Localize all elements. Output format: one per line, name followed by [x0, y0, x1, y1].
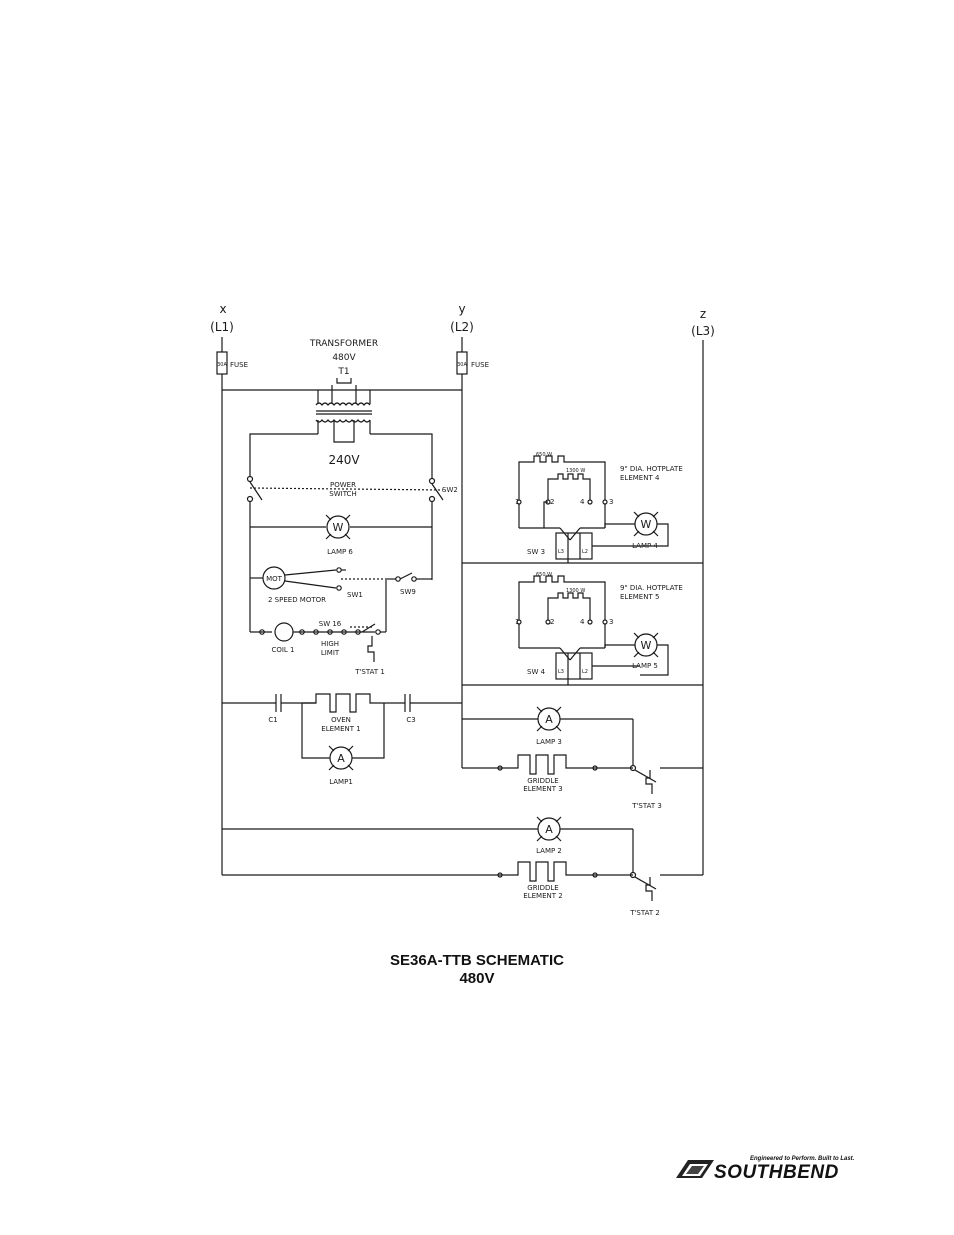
lamp-2-label: LAMP 2 — [536, 847, 562, 855]
hotplate-4-circuit: W — [462, 455, 703, 564]
fuse-l1: 30A FUSE — [216, 337, 248, 375]
griddle-2-label-2: ELEMENT 2 — [523, 892, 562, 900]
fuse-l2: 30A FUSE — [456, 337, 489, 375]
fuse-l2-label: FUSE — [471, 361, 489, 369]
sw4-label: SW 4 — [527, 668, 546, 676]
hotplate-4-n1: 1 — [515, 498, 519, 506]
hotplate-5-n2: 2 — [550, 618, 554, 626]
phase-y-line: (L2) — [450, 320, 474, 334]
logo-mark-icon — [676, 1160, 714, 1178]
hotplate-5-label-1: 9" DIA. HOTPLATE — [620, 584, 683, 592]
svg-text:30A: 30A — [457, 362, 467, 368]
svg-text:W: W — [333, 521, 344, 534]
hotplate-5-650w: 650 W — [536, 572, 552, 578]
griddle-3-label-1: GRIDDLE — [527, 777, 558, 785]
lamp-4-label: LAMP 4 — [632, 542, 658, 550]
hotplate-4-n3: 3 — [609, 498, 613, 506]
griddle-2-circuit: A — [222, 816, 703, 901]
sw3-l2: L2 — [582, 549, 588, 555]
coil-1-label: COIL 1 — [271, 646, 294, 654]
phase-x-line: (L1) — [210, 320, 234, 334]
schematic-voltage: 480V — [459, 970, 495, 987]
phase-z-line: (L3) — [691, 324, 715, 338]
hotplate-4-1300w: 1300 W — [566, 468, 585, 474]
sw4-l3: L3 — [558, 669, 564, 675]
svg-text:MOT: MOT — [266, 575, 283, 583]
sw3-label: SW 3 — [527, 548, 545, 556]
tstat-3-label: T'STAT 3 — [631, 802, 662, 810]
oven-element-label-1: OVEN — [331, 716, 351, 724]
svg-text:A: A — [545, 713, 553, 726]
phase-z-letter: z — [700, 307, 706, 321]
transformer-label: TRANSFORMER — [309, 339, 378, 349]
sw2-label: SW2 — [442, 486, 458, 494]
phase-x-letter: x — [219, 302, 226, 316]
svg-text:A: A — [337, 752, 345, 765]
hotplate-4-label-1: 9" DIA. HOTPLATE — [620, 465, 683, 473]
high-limit-label-1: HIGH — [321, 640, 339, 648]
logo-tagline: Engineered to Perform. Built to Last. — [750, 1156, 855, 1162]
southbend-logo: Engineered to Perform. Built to Last. SO… — [672, 1156, 872, 1183]
c1-label: C1 — [268, 716, 277, 724]
transformer-t1: T1 — [337, 367, 349, 377]
coil-circuit — [250, 580, 387, 662]
lamp-3-label: LAMP 3 — [536, 738, 562, 746]
tstat-2-label: T'STAT 2 — [629, 909, 660, 917]
hotplate-5-label-2: ELEMENT 5 — [620, 593, 659, 601]
secondary-voltage: 240V — [328, 453, 360, 467]
hotplate-4-650w: 650 W — [536, 452, 552, 458]
griddle-3-label-2: ELEMENT 3 — [523, 785, 562, 793]
sw4-l2: L2 — [582, 669, 588, 675]
hotplate-4-n2: 2 — [550, 498, 554, 506]
sw9-label: SW9 — [400, 588, 416, 596]
fuse-l1-label: FUSE — [230, 361, 248, 369]
c3-label: C3 — [406, 716, 415, 724]
svg-text:W: W — [641, 639, 652, 652]
oven-circuit: A — [222, 693, 462, 771]
lamp-6: W — [325, 514, 351, 540]
svg-text:A: A — [545, 823, 553, 836]
hotplate-4-n4: 4 — [580, 498, 585, 506]
power-switch-label-1: POWER — [330, 481, 356, 489]
svg-text:30A: 30A — [217, 362, 227, 368]
motor-label: 2 SPEED MOTOR — [268, 596, 326, 604]
transformer — [222, 378, 462, 443]
hotplate-4-label-2: ELEMENT 4 — [620, 474, 660, 482]
hotplate-5-n1: 1 — [515, 618, 519, 626]
lamp-5-label: LAMP 5 — [632, 662, 658, 670]
hotplate-5-n4: 4 — [580, 618, 585, 626]
hotplate-5-circuit: W — [462, 575, 703, 686]
high-limit-label-2: LIMIT — [321, 649, 340, 657]
griddle-2-label-1: GRIDDLE — [527, 884, 558, 892]
schematic-title: SE36A-TTB SCHEMATIC — [390, 952, 564, 969]
phase-y-letter: y — [458, 302, 465, 316]
transformer-primary-voltage: 480V — [332, 353, 356, 363]
sw16-label: SW 16 — [319, 620, 342, 628]
power-switch-label-2: SWITCH — [329, 490, 356, 498]
sw1-label: SW1 — [347, 591, 363, 599]
oven-element-label-2: ELEMENT 1 — [321, 725, 360, 733]
tstat-1-label: T'STAT 1 — [354, 668, 385, 676]
logo-wordmark: SOUTHBEND — [714, 1162, 839, 1183]
lamp-6-label: LAMP 6 — [327, 548, 353, 556]
motor: MOT — [250, 566, 432, 591]
sw3-l3: L3 — [558, 549, 564, 555]
hotplate-5-1300w: 1300 W — [566, 588, 585, 594]
griddle-3-circuit: A — [462, 706, 703, 794]
lamp-1-label: LAMP1 — [329, 778, 353, 786]
secondary-circuit — [246, 433, 444, 632]
svg-text:W: W — [641, 518, 652, 531]
hotplate-5-n3: 3 — [609, 618, 613, 626]
